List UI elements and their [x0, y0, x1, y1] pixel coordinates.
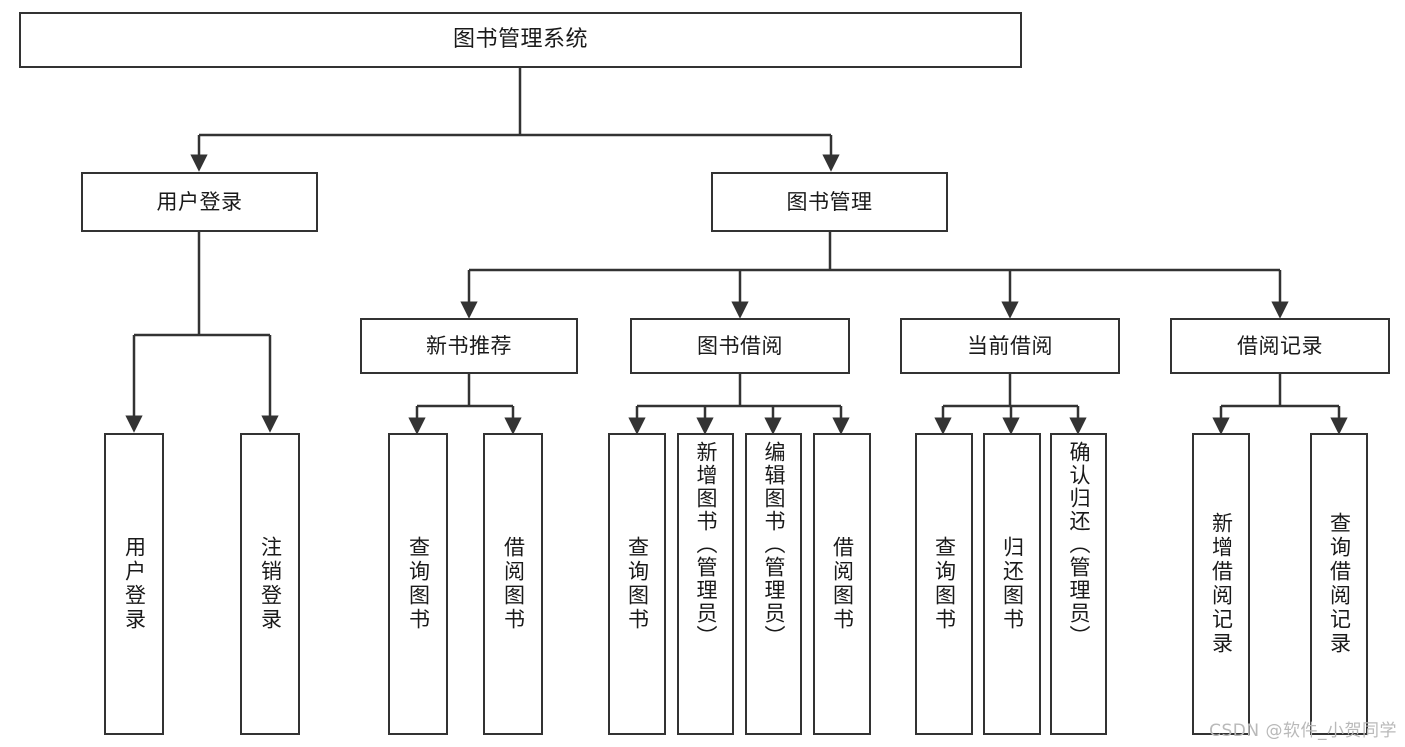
node-new-book-rec[interactable]: 新书推荐 [360, 318, 578, 374]
watermark: CSDN @软件_小贺同学 [1209, 721, 1397, 741]
node-book-manage[interactable]: 图书管理 [711, 172, 948, 232]
node-leaf-query-book-2-label: 查询图书 [625, 536, 650, 632]
node-leaf-confirm-return-label: 确认归还（管理员） [1067, 441, 1091, 648]
node-leaf-logout-label: 注销登录 [258, 536, 283, 632]
node-leaf-confirm-return[interactable]: 确认归还（管理员） [1050, 433, 1107, 735]
node-leaf-borrow-book-1-label: 借阅图书 [501, 536, 526, 632]
node-book-manage-label: 图书管理 [786, 189, 873, 214]
node-leaf-query-book-2[interactable]: 查询图书 [608, 433, 666, 735]
node-leaf-edit-book-label: 编辑图书（管理员） [762, 441, 786, 648]
node-leaf-add-book-label: 新增图书（管理员） [694, 441, 718, 648]
node-book-borrow[interactable]: 图书借阅 [630, 318, 850, 374]
node-leaf-add-record[interactable]: 新增借阅记录 [1192, 433, 1250, 735]
node-leaf-query-book-1-label: 查询图书 [406, 536, 431, 632]
node-leaf-user-login[interactable]: 用户登录 [104, 433, 164, 735]
node-leaf-query-book-1[interactable]: 查询图书 [388, 433, 448, 735]
node-root-label: 图书管理系统 [452, 27, 588, 53]
node-leaf-add-record-label: 新增借阅记录 [1209, 512, 1234, 656]
node-borrow-record[interactable]: 借阅记录 [1170, 318, 1390, 374]
node-leaf-query-book-3-label: 查询图书 [932, 536, 957, 632]
node-new-book-rec-label: 新书推荐 [426, 333, 512, 358]
node-leaf-query-record-label: 查询借阅记录 [1327, 512, 1352, 656]
node-user-login[interactable]: 用户登录 [81, 172, 318, 232]
node-leaf-query-book-3[interactable]: 查询图书 [915, 433, 973, 735]
node-borrow-record-label: 借阅记录 [1237, 333, 1323, 358]
node-leaf-logout[interactable]: 注销登录 [240, 433, 300, 735]
node-leaf-return-book-label: 归还图书 [1000, 536, 1025, 632]
node-leaf-borrow-book-2[interactable]: 借阅图书 [813, 433, 871, 735]
node-leaf-borrow-book-1[interactable]: 借阅图书 [483, 433, 543, 735]
node-current-borrow[interactable]: 当前借阅 [900, 318, 1120, 374]
node-leaf-add-book[interactable]: 新增图书（管理员） [677, 433, 734, 735]
node-leaf-edit-book[interactable]: 编辑图书（管理员） [745, 433, 802, 735]
node-book-borrow-label: 图书借阅 [697, 333, 783, 358]
node-leaf-return-book[interactable]: 归还图书 [983, 433, 1041, 735]
node-leaf-user-login-label: 用户登录 [122, 536, 147, 632]
node-user-login-label: 用户登录 [156, 189, 243, 214]
node-root[interactable]: 图书管理系统 [19, 12, 1022, 68]
node-leaf-query-record[interactable]: 查询借阅记录 [1310, 433, 1368, 735]
node-current-borrow-label: 当前借阅 [967, 333, 1053, 358]
node-leaf-borrow-book-2-label: 借阅图书 [830, 536, 855, 632]
